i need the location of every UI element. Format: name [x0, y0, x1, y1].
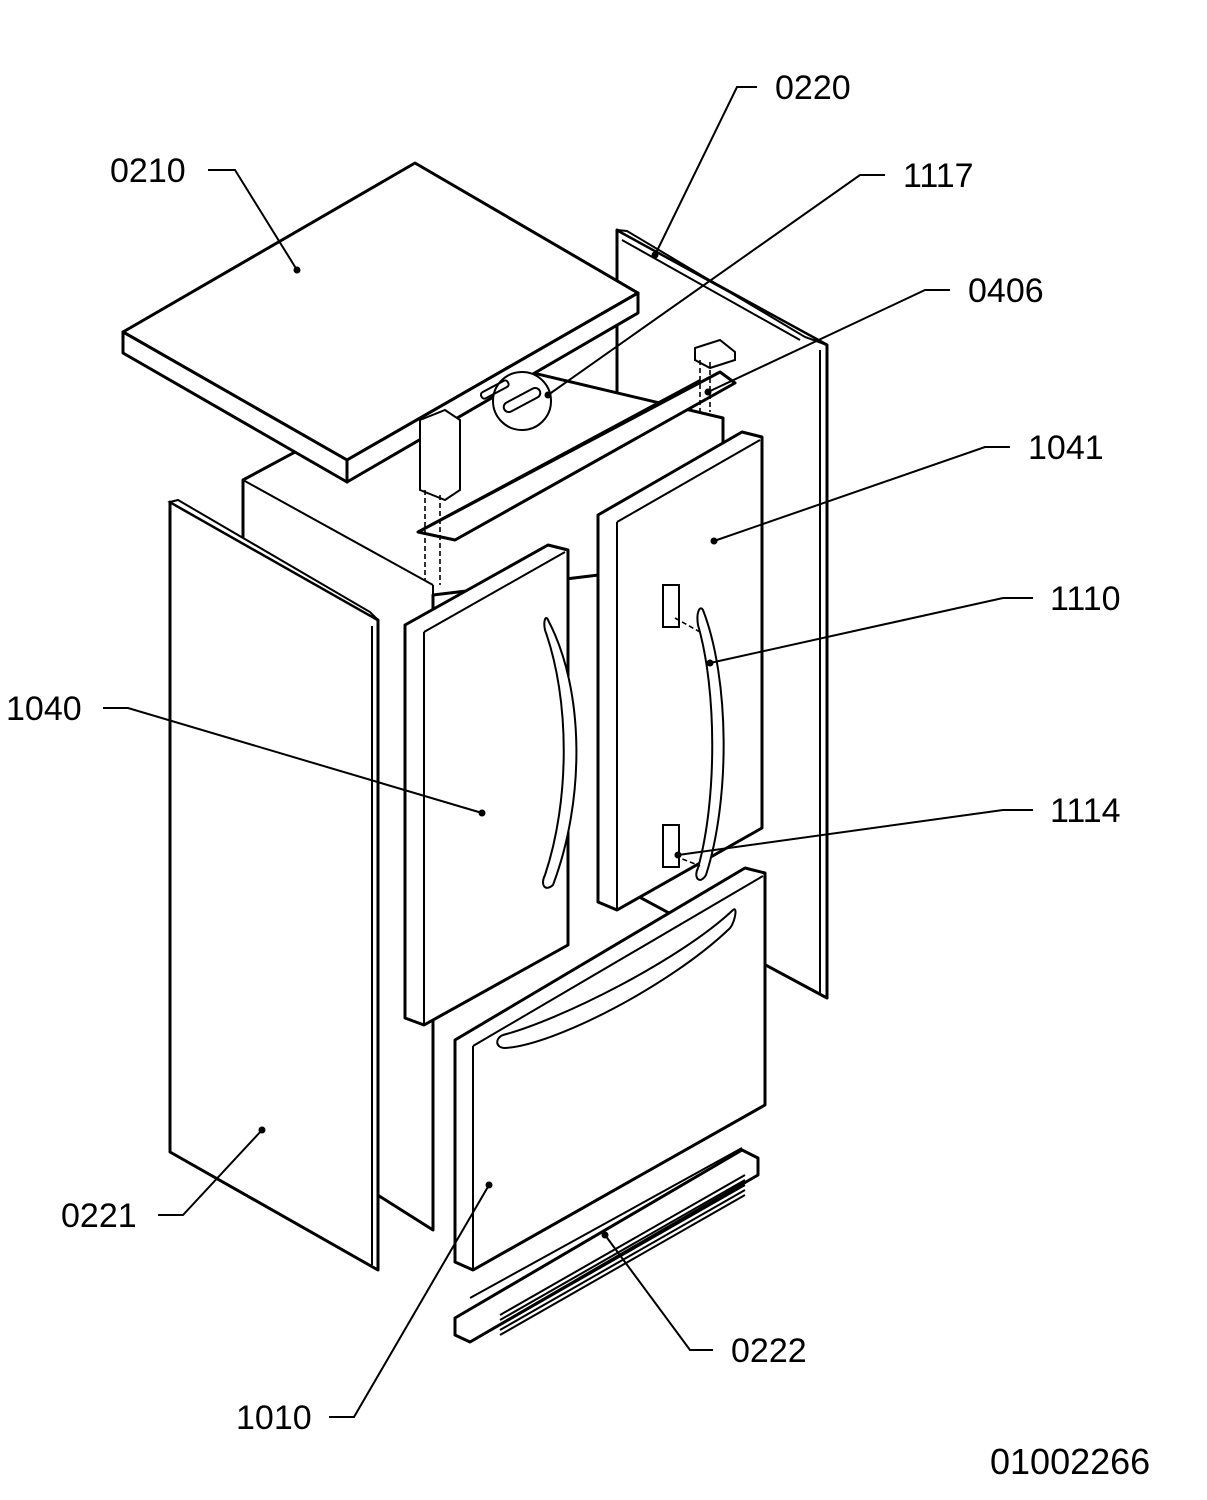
left-side-panel: [167, 498, 380, 1272]
label-0210: 0210: [110, 152, 186, 190]
label-0220: 0220: [775, 69, 851, 107]
label-1117: 1117: [903, 157, 974, 195]
label-1110: 1110: [1050, 580, 1121, 618]
label-1010: 1010: [236, 1399, 312, 1437]
label-0221: 0221: [61, 1197, 137, 1235]
label-1114: 1114: [1050, 792, 1121, 830]
slot-detail: [479, 371, 552, 431]
kick-plate-grille: [453, 1147, 760, 1344]
label-1040: 1040: [6, 690, 82, 728]
freezer-drawer: [453, 866, 767, 1272]
label-1041: 1041: [1028, 429, 1104, 467]
top-hinge-rail: [416, 338, 737, 585]
label-0222: 0222: [731, 1332, 807, 1370]
leader-dots: [258, 251, 718, 1239]
drawing-number: 01002266: [990, 1441, 1150, 1482]
label-0406: 0406: [968, 272, 1044, 310]
leader-lines: [103, 86, 1033, 1418]
right-door: [596, 430, 764, 912]
left-door: [403, 543, 578, 1027]
